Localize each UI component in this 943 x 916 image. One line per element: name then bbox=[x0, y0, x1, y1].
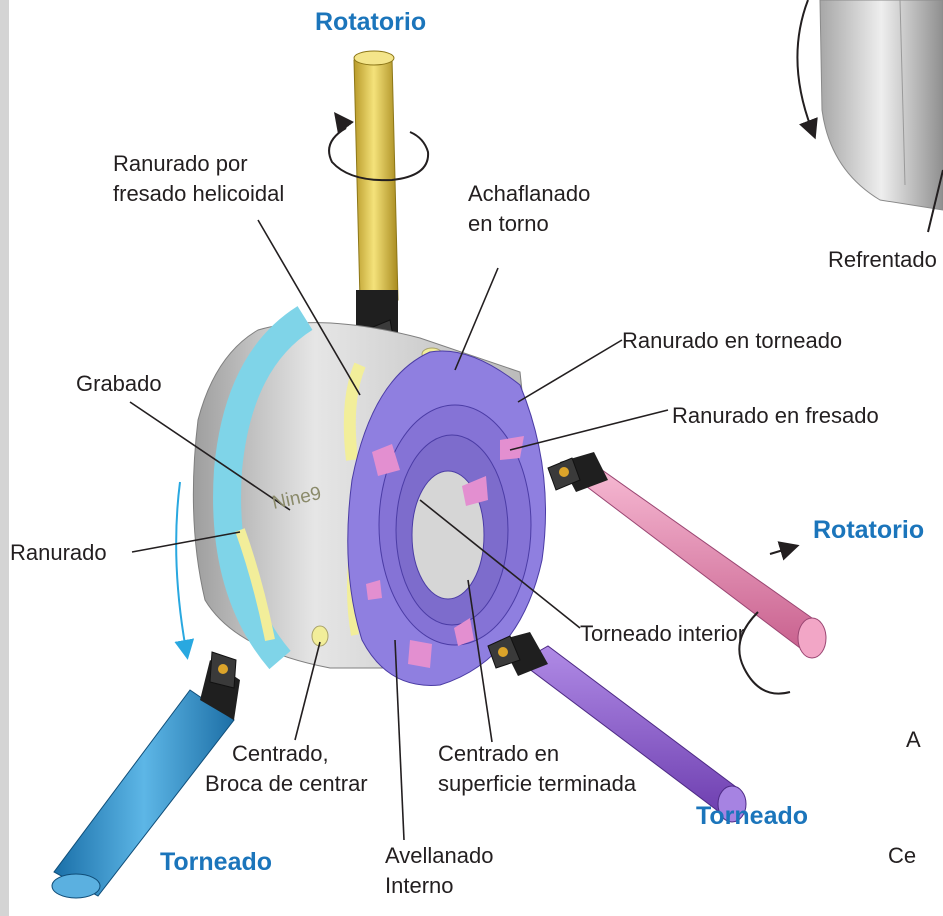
label-centrado-line1: Centrado, bbox=[232, 740, 329, 767]
header-rotatorio-right: Rotatorio bbox=[813, 516, 924, 545]
facing-workpiece bbox=[797, 0, 943, 232]
label-torneado-interior: Torneado interior bbox=[580, 620, 745, 647]
main-workpiece bbox=[193, 318, 545, 685]
label-ranurado-helicoidal-line1: Ranurado por bbox=[113, 150, 248, 177]
label-ranurado-helicoidal-line2: fresado helicoidal bbox=[113, 180, 284, 207]
label-ranurado: Ranurado bbox=[10, 539, 107, 566]
header-torneado-right: Torneado bbox=[696, 802, 808, 831]
label-clipped-a: A bbox=[906, 726, 921, 753]
label-centrado-superficie-line2: superficie terminada bbox=[438, 770, 636, 797]
label-clipped-ce: Ce bbox=[888, 842, 916, 869]
header-rotatorio-top: Rotatorio bbox=[315, 8, 426, 37]
label-achaflanado-line2: en torno bbox=[468, 210, 549, 237]
label-refrentado: Refrentado bbox=[828, 246, 937, 273]
rotary-tool-gold bbox=[354, 51, 398, 362]
label-grabado: Grabado bbox=[76, 370, 162, 397]
label-achaflanado-line1: Achaflanado bbox=[468, 180, 590, 207]
label-centrado-line2: Broca de centrar bbox=[205, 770, 368, 797]
label-centrado-superficie-line1: Centrado en bbox=[438, 740, 559, 767]
label-avellanado-line2: Interno bbox=[385, 872, 454, 899]
label-avellanado-line1: Avellanado bbox=[385, 842, 493, 869]
label-ranurado-fresado: Ranurado en fresado bbox=[672, 402, 879, 429]
label-ranurado-torneado: Ranurado en torneado bbox=[622, 327, 842, 354]
header-torneado-left: Torneado bbox=[160, 848, 272, 877]
